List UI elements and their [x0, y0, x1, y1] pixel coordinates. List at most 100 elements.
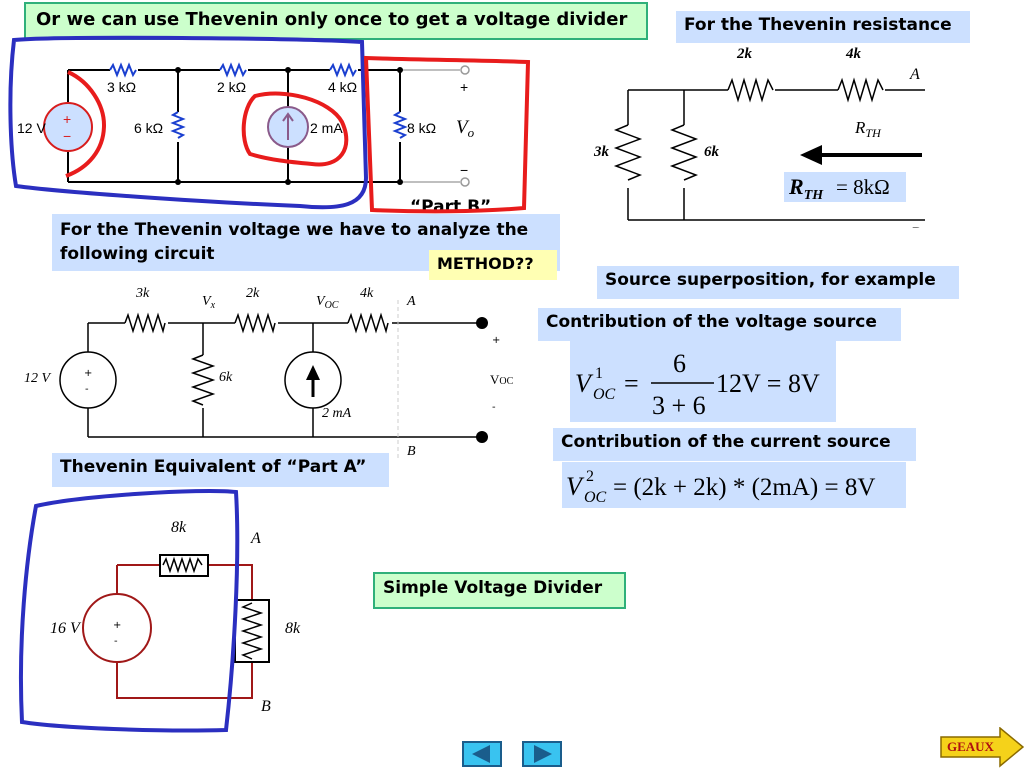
- top-node: [397, 67, 403, 73]
- triangle-left-icon: [472, 745, 490, 763]
- vth-label-minus: -: [492, 402, 496, 413]
- vth-label-voc: VOC: [316, 294, 339, 311]
- eq1-denominator: 3 + 6: [652, 391, 706, 420]
- rth-label-4k: 4k: [845, 46, 862, 62]
- red-annotation-part-b: [363, 55, 531, 214]
- rth-label-3k: 3k: [593, 144, 610, 160]
- next-slide-button[interactable]: [522, 741, 562, 767]
- eq2: V 2 OC = (2k + 2k) * (2mA) = 8V: [566, 468, 875, 506]
- vth-label-12v: 12 V: [24, 371, 52, 386]
- arrow-up-icon: [282, 112, 294, 140]
- previous-slide-button[interactable]: [462, 741, 502, 767]
- rth-eq-rhs: = 8kΩ: [836, 175, 890, 199]
- simple-divider-label: Simple Voltage Divider: [373, 572, 626, 609]
- top-label-2ma: 2 mA: [310, 120, 343, 136]
- arrow-up-icon: [306, 365, 320, 380]
- top-vsource-icon: [43, 102, 93, 152]
- eq2-sup: 2: [586, 468, 594, 485]
- top-label-2k: 2 kΩ: [217, 79, 246, 95]
- eq-resistor-series-zigzag: [162, 556, 203, 574]
- rth-label-6k: 6k: [704, 144, 720, 160]
- arrow-right-icon: [940, 727, 1024, 768]
- top-terminal-plus: [460, 65, 470, 75]
- top-circuit: + − 3 kΩ 2 kΩ 4 kΩ 12 V 6 kΩ 2 mA 8 kΩ +…: [17, 62, 475, 187]
- contrib-current-label: Contribution of the current source: [553, 428, 916, 461]
- top-label-12v: 12 V: [17, 120, 46, 136]
- eq-node-a: A: [250, 530, 261, 547]
- vth-node-b: B: [407, 444, 416, 459]
- eq1-sup: 1: [595, 365, 603, 382]
- vth-label-2k: 2k: [246, 286, 260, 301]
- eq1-numerator: 6: [673, 349, 686, 378]
- top-vsource-minus: −: [63, 128, 71, 144]
- rth-resistor-4k: [837, 77, 884, 103]
- vth-terminal-a: [476, 317, 488, 329]
- top-label-plus: +: [460, 79, 468, 95]
- vth-node-a: A: [406, 294, 416, 309]
- rth-circuit: 2k 4k 3k 6k A B RTH: [593, 46, 925, 242]
- top-resistor-3k: [109, 62, 137, 78]
- equivalent-circuit: + - 8k 8k 16 V A B: [50, 519, 301, 715]
- top-label-3k: 3 kΩ: [107, 79, 136, 95]
- blue-annotation-equivalent: [18, 488, 240, 733]
- eq1-sub: OC: [593, 386, 616, 403]
- eq-label-8k-load: 8k: [285, 620, 301, 637]
- top-label-8k: 8 kΩ: [407, 120, 436, 136]
- top-resistor-6k: [170, 111, 186, 139]
- eq2-rest: = (2k + 2k) * (2mA) = 8V: [613, 474, 875, 501]
- top-node: [285, 67, 291, 73]
- rth-node-a: A: [909, 66, 920, 83]
- eq1: V 1 OC = 6 3 + 6 12V = 8V: [575, 349, 820, 420]
- eq-vsource-minus: -: [114, 636, 118, 647]
- rth-resistor-2k: [727, 77, 774, 103]
- vth-resistor-6k: [190, 354, 216, 406]
- thevenin-part-a-label: Thevenin Equivalent of “Part A”: [52, 453, 389, 487]
- vth-resistor-3k: [124, 312, 166, 334]
- vth-vsource-icon: [59, 351, 117, 409]
- geaux-button[interactable]: GEAUX: [940, 727, 1024, 768]
- rth-arrow-label: RTH: [854, 118, 882, 140]
- vth-vsource-minus: -: [85, 384, 89, 395]
- top-label-6k: 6 kΩ: [134, 120, 163, 136]
- top-label-minus: −: [460, 162, 468, 178]
- eq2-sub: OC: [584, 489, 607, 506]
- rth-equation-box: [784, 172, 906, 202]
- rth-clip-mask: [900, 228, 940, 238]
- geaux-label: GEAUX: [947, 739, 994, 754]
- vth-label-2ma: 2 mA: [322, 406, 352, 421]
- rth-heading: For the Thevenin resistance: [676, 11, 970, 43]
- vth-label-voc-out: VOC: [490, 372, 514, 387]
- eq2-v: V: [566, 472, 585, 501]
- method-label: METHOD??: [429, 250, 557, 280]
- vth-label-vx: Vx: [202, 294, 216, 311]
- blue-annotation-part-a: [8, 35, 369, 210]
- vth-label-plus: +: [492, 335, 500, 346]
- eq-node-b: B: [261, 698, 271, 715]
- top-label-vo: Vo: [456, 117, 475, 140]
- top-resistor-2k: [219, 62, 247, 78]
- triangle-right-icon: [534, 745, 552, 763]
- rth-resistor-6k: [669, 124, 699, 181]
- top-node: [175, 179, 181, 185]
- vth-vsource-plus: +: [84, 368, 92, 379]
- eq-resistor-load-zigzag: [240, 602, 264, 660]
- vth-circuit: + - 3k 2k 4k 6k Vx VOC A B 12 V 2 mA + V…: [24, 286, 514, 460]
- top-terminal-minus: [460, 177, 470, 187]
- eq-vsource-plus: +: [113, 620, 121, 631]
- rth-label-2k: 2k: [736, 46, 753, 62]
- vth-label-3k: 3k: [135, 286, 150, 301]
- top-node: [285, 179, 291, 185]
- rth-resistor-3k: [613, 124, 643, 181]
- rth-eq-lhs: RTH: [788, 174, 824, 203]
- contrib-voltage-label: Contribution of the voltage source: [538, 308, 901, 341]
- eq1-v: V: [575, 369, 594, 398]
- eq-label-8k-series: 8k: [171, 519, 187, 536]
- vth-resistor-4k: [347, 312, 389, 334]
- superposition-label: Source superposition, for example: [597, 266, 959, 299]
- eq-circuit-wires: [116, 564, 253, 699]
- eq-label-16v: 16 V: [50, 620, 82, 637]
- red-annotation-vsource: [65, 70, 107, 178]
- slide-title: Or we can use Thevenin only once to get …: [24, 2, 648, 40]
- arrow-left-icon: [800, 145, 822, 165]
